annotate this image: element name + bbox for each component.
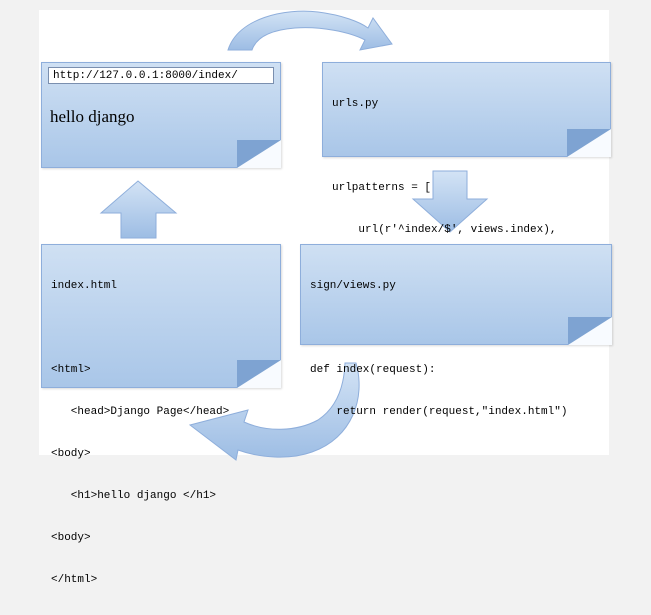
code-line: [310, 321, 567, 335]
flow-arrows: [99, 10, 489, 461]
code-line: <body>: [51, 448, 91, 460]
down-arrow: [411, 170, 489, 233]
top-curved-arrow: [227, 10, 393, 51]
template-code: index.html <html> <head>Django Page</hea…: [51, 251, 229, 615]
address-bar: http://127.0.0.1:8000/index/: [48, 67, 274, 84]
page-curl: [237, 360, 281, 388]
code-line: urls.py: [332, 98, 379, 110]
code-line: urlpatterns = [: [332, 182, 432, 194]
code-line: <html>: [51, 364, 91, 376]
code-line: return render(request,"index.html"): [310, 406, 568, 418]
page-output-text: hello django: [50, 107, 135, 126]
code-line: [332, 139, 556, 153]
code-line: <head>Django Page</head>: [51, 406, 230, 418]
urls-note: urls.py urlpatterns = [ url(r'^index/$',…: [322, 62, 611, 278]
page-curl: [567, 129, 611, 157]
views-code: sign/views.py def index(request): return…: [310, 251, 567, 447]
address-url: http://127.0.0.1:8000/index/: [53, 70, 238, 82]
code-line: sign/views.py: [310, 280, 396, 292]
template-note: index.html <html> <head>Django Page</hea…: [41, 244, 281, 586]
browser-note: http://127.0.0.1:8000/index/ hello djang…: [41, 62, 281, 168]
code-line: <h1>hello django </h1>: [51, 490, 217, 502]
code-line: [51, 321, 229, 335]
code-line: index.html: [51, 280, 118, 292]
bottom-curved-arrow: [188, 362, 360, 461]
up-arrow: [99, 180, 178, 239]
views-note: sign/views.py def index(request): return…: [300, 244, 612, 418]
page-curl: [568, 317, 612, 345]
code-line: </html>: [51, 574, 98, 586]
code-line: url(r'^index/$', views.index),: [332, 224, 557, 236]
code-line: <body>: [51, 532, 91, 544]
page-curl: [237, 140, 281, 168]
code-line: def index(request):: [310, 364, 436, 376]
